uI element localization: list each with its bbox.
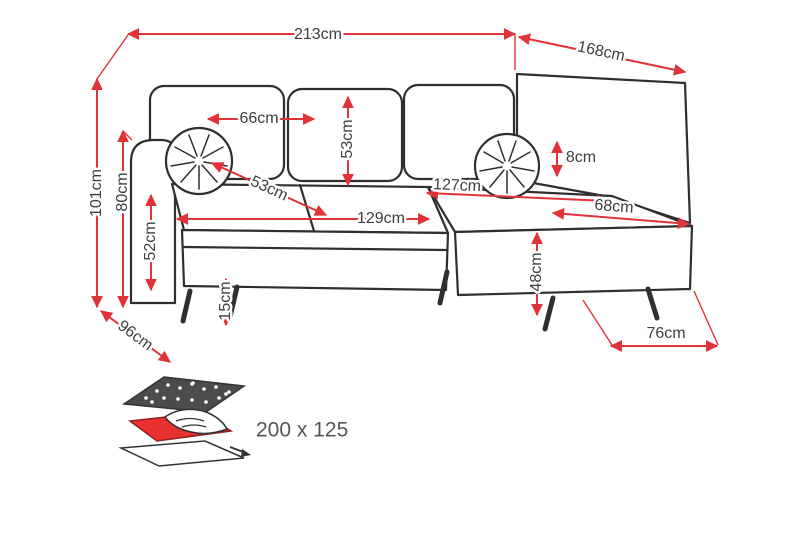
extension-line — [693, 290, 719, 346]
dim-chaise-end-width: 76cm — [609, 323, 719, 352]
extension-line — [96, 34, 129, 80]
dim-backrest-height: 80cm — [112, 129, 134, 309]
dim-back-cushion-width: 66cm — [206, 108, 316, 130]
dim-label-213: 213cm — [294, 26, 342, 43]
chaise-front — [453, 224, 694, 297]
dim-seat-length: 129cm — [175, 208, 431, 230]
dim-chaise-seat-height: 48cm — [526, 231, 548, 317]
dim-back-cushion-height: 53cm — [337, 95, 359, 187]
dim-total-width: 213cm — [126, 24, 517, 46]
round-bolster-right — [473, 132, 541, 200]
sofa-bed-icon: 200 x 125 — [118, 376, 348, 467]
extension-line — [122, 130, 133, 141]
dim-label-76: 76cm — [646, 325, 685, 342]
extension-line — [582, 299, 613, 346]
bed-icon-backrest — [121, 376, 247, 413]
dim-chaise-width: 68cm — [551, 194, 691, 229]
dim-label-66: 66cm — [239, 110, 278, 127]
dim-label-68: 68cm — [594, 197, 634, 217]
dim-label-8: 8cm — [566, 149, 596, 166]
dim-label-52: 52cm — [142, 221, 159, 260]
dim-line-53d — [210, 162, 328, 216]
dim-leg-height: 15cm — [215, 277, 237, 327]
dim-label-80: 80cm — [114, 172, 131, 211]
dim-label-101: 101cm — [88, 169, 105, 217]
dim-label-168: 168cm — [576, 38, 627, 65]
bed-icon-blanket — [163, 408, 229, 435]
dim-label-127: 127cm — [433, 176, 482, 195]
dim-line-96 — [99, 310, 172, 363]
dim-label-96: 96cm — [114, 317, 156, 354]
dim-side-depth: 96cm — [99, 310, 172, 363]
dim-line-168 — [517, 33, 687, 76]
bed-icon-dots — [144, 381, 231, 404]
dim-chaise-length: 127cm — [425, 174, 610, 207]
round-bolster-left — [164, 126, 234, 196]
bed-icon-blanket-fold — [175, 417, 207, 428]
dim-line-68 — [551, 208, 691, 229]
dim-armrest-height: 52cm — [140, 193, 162, 292]
dim-total-height: 101cm — [86, 77, 108, 309]
bed-icon-unfold-arrowhead — [241, 449, 251, 457]
seat-front — [180, 228, 450, 292]
dim-label-53v: 53cm — [339, 119, 356, 158]
dim-label-48: 48cm — [528, 252, 545, 291]
dim-total-depth-right: 168cm — [517, 33, 687, 76]
dim-line-127 — [425, 187, 610, 207]
sleeping-area-label: 200 x 125 — [256, 419, 348, 442]
dim-label-15: 15cm — [217, 281, 234, 320]
dim-bolster-clearance: 8cm — [551, 140, 599, 178]
dim-label-129: 129cm — [357, 210, 405, 227]
seat-front-seam — [181, 245, 449, 252]
bed-icon-base — [118, 440, 245, 467]
